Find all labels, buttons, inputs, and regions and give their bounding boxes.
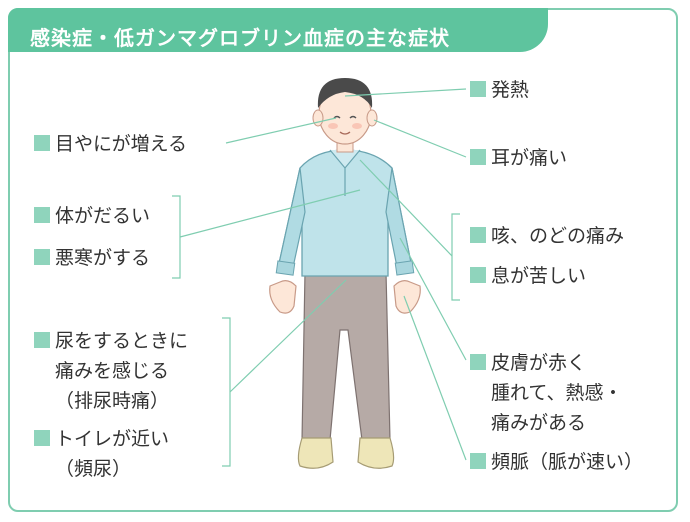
symptom-shortness-of-breath: 息が苦しい (470, 264, 586, 288)
bullet-square (470, 267, 486, 283)
symptom-frequent-urination: トイレが近い （頻尿） (34, 424, 169, 484)
page-title: 感染症・低ガンマグロブリン血症の主な症状 (30, 26, 450, 50)
symptom-cough-sore-throat: 咳、のどの痛み (470, 224, 624, 248)
bullet-square (470, 227, 486, 243)
bullet-square (34, 249, 50, 265)
bullet-square (470, 81, 486, 97)
title-bar: 感染症・低ガンマグロブリン血症の主な症状 (8, 8, 548, 52)
symptom-painful-urination: 尿をするときに 痛みを感じる （排尿時痛） (34, 326, 188, 416)
bullet-square (470, 149, 486, 165)
bullet-square (34, 135, 50, 151)
bullet-square (470, 453, 486, 469)
symptom-eye-discharge: 目やにが増える (34, 132, 187, 156)
symptom-skin-redness: 皮膚が赤く 腫れて、熱感・ 痛みがある (470, 348, 622, 438)
bullet-square (34, 207, 50, 223)
symptom-fever: 発熱 (470, 78, 529, 102)
symptom-chills: 悪寒がする (34, 246, 150, 270)
bullet-square (34, 430, 50, 446)
bullet-square (34, 332, 50, 348)
bullet-square (470, 354, 486, 370)
symptom-fatigue: 体がだるい (34, 204, 150, 228)
symptom-tachycardia: 頻脈（脈が速い） (470, 450, 643, 474)
symptom-ear-pain: 耳が痛い (470, 146, 567, 170)
